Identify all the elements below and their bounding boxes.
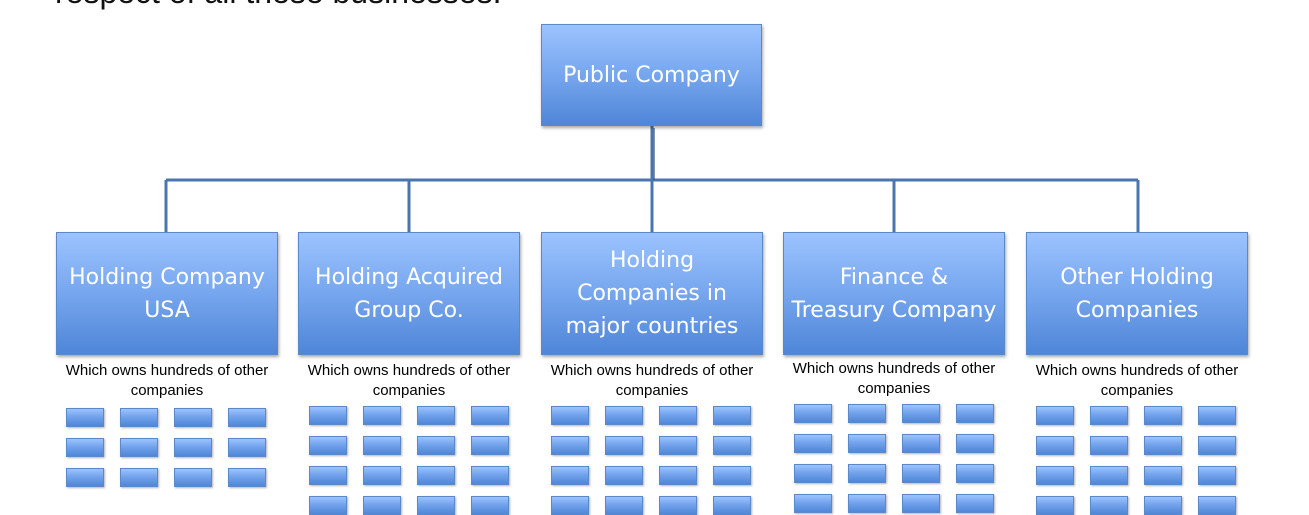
subsidiary-box	[902, 464, 940, 483]
subsidiary-box	[66, 468, 104, 487]
subsidiary-box	[1198, 496, 1236, 515]
subsidiary-box	[120, 468, 158, 487]
subsidiary-box	[605, 436, 643, 455]
subsidiary-box	[66, 438, 104, 457]
subsidiary-box	[309, 466, 347, 485]
subsidiary-box	[1144, 466, 1182, 485]
subsidiary-box	[902, 434, 940, 453]
subsidiary-box	[848, 464, 886, 483]
subsidiary-box	[1036, 466, 1074, 485]
subsidiary-box	[174, 408, 212, 427]
subsidiary-box	[659, 466, 697, 485]
subsidiary-box	[605, 466, 643, 485]
subsidiary-box	[120, 408, 158, 427]
subsidiary-box	[1090, 496, 1128, 515]
subsidiary-box	[1144, 406, 1182, 425]
node-label: Holding Companies in major countries	[565, 248, 739, 339]
subsidiary-box	[956, 404, 994, 423]
node-finance-treasury: Finance & Treasury Company	[783, 232, 1005, 355]
node-public-company: Public Company	[541, 24, 762, 126]
subsidiary-box	[1144, 436, 1182, 455]
subsidiary-box	[66, 408, 104, 427]
subsidiary-box	[417, 466, 455, 485]
node-holding-company-usa: Holding Company USA	[56, 232, 278, 355]
subsidiary-box	[1144, 496, 1182, 515]
subsidiary-box	[471, 496, 509, 515]
subsidiary-box	[309, 406, 347, 425]
subsidiary-box	[1090, 406, 1128, 425]
node-label: Holding Company USA	[69, 264, 265, 323]
subsidiary-box	[659, 436, 697, 455]
subsidiary-box	[1036, 406, 1074, 425]
subsidiary-box	[659, 496, 697, 515]
subsidiary-box	[551, 436, 589, 455]
subsidiary-box	[1036, 496, 1074, 515]
node-label: Finance & Treasury Company	[791, 264, 997, 323]
subsidiary-box	[417, 496, 455, 515]
subsidiary-box	[713, 496, 751, 515]
subsidiary-box	[417, 406, 455, 425]
subsidiary-box	[363, 436, 401, 455]
slide-heading-clipped: respect of all these businesses.	[55, 0, 501, 11]
node-holding-acquired-group: Holding Acquired Group Co.	[298, 232, 520, 355]
subsidiary-box	[605, 406, 643, 425]
subsidiary-box	[659, 406, 697, 425]
node-other-holding: Other Holding Companies	[1026, 232, 1248, 355]
subsidiary-box	[794, 464, 832, 483]
node-label: Public Company	[563, 62, 740, 88]
subsidiary-box	[551, 496, 589, 515]
caption-other-holding: Which owns hundreds of other companies	[1035, 362, 1239, 399]
node-label: Holding Acquired Group Co.	[315, 264, 503, 323]
subsidiary-box	[120, 438, 158, 457]
subsidiary-box	[363, 496, 401, 515]
subsidiary-box	[551, 466, 589, 485]
subsidiary-box	[848, 494, 886, 513]
subsidiary-box	[605, 496, 643, 515]
subsidiary-box	[848, 434, 886, 453]
subsidiary-box	[794, 434, 832, 453]
caption-holding-major-countries: Which owns hundreds of other companies	[550, 362, 754, 399]
subsidiary-box	[1090, 466, 1128, 485]
subsidiary-box	[1198, 436, 1236, 455]
node-holding-major-countries: Holding Companies in major countries	[541, 232, 763, 355]
subsidiary-box	[309, 496, 347, 515]
subsidiary-box	[174, 438, 212, 457]
subsidiary-box	[794, 404, 832, 423]
subsidiary-box	[174, 468, 212, 487]
subsidiary-box	[956, 434, 994, 453]
subsidiary-box	[713, 466, 751, 485]
subsidiary-box	[902, 404, 940, 423]
subsidiary-box	[309, 436, 347, 455]
caption-holding-acquired-group: Which owns hundreds of other companies	[307, 362, 511, 399]
subsidiary-box	[551, 406, 589, 425]
subsidiary-box	[417, 436, 455, 455]
subsidiary-box	[228, 468, 266, 487]
subsidiary-box	[471, 406, 509, 425]
subsidiary-box	[1198, 466, 1236, 485]
org-connectors	[164, 126, 1140, 232]
subsidiary-box	[228, 438, 266, 457]
subsidiary-box	[794, 494, 832, 513]
subsidiary-box	[848, 404, 886, 423]
subsidiary-box	[471, 436, 509, 455]
subsidiary-box	[228, 408, 266, 427]
node-label: Other Holding Companies	[1060, 264, 1214, 323]
subsidiary-box	[713, 436, 751, 455]
subsidiary-box	[363, 406, 401, 425]
subsidiary-box	[363, 466, 401, 485]
subsidiary-box	[1036, 436, 1074, 455]
subsidiary-box	[956, 464, 994, 483]
subsidiary-box	[902, 494, 940, 513]
caption-holding-company-usa: Which owns hundreds of other companies	[65, 362, 269, 399]
subsidiary-box	[1090, 436, 1128, 455]
subsidiary-box	[1198, 406, 1236, 425]
subsidiary-box	[956, 494, 994, 513]
subsidiary-box	[471, 466, 509, 485]
caption-finance-treasury: Which owns hundreds of other companies	[792, 360, 996, 397]
subsidiary-box	[713, 406, 751, 425]
